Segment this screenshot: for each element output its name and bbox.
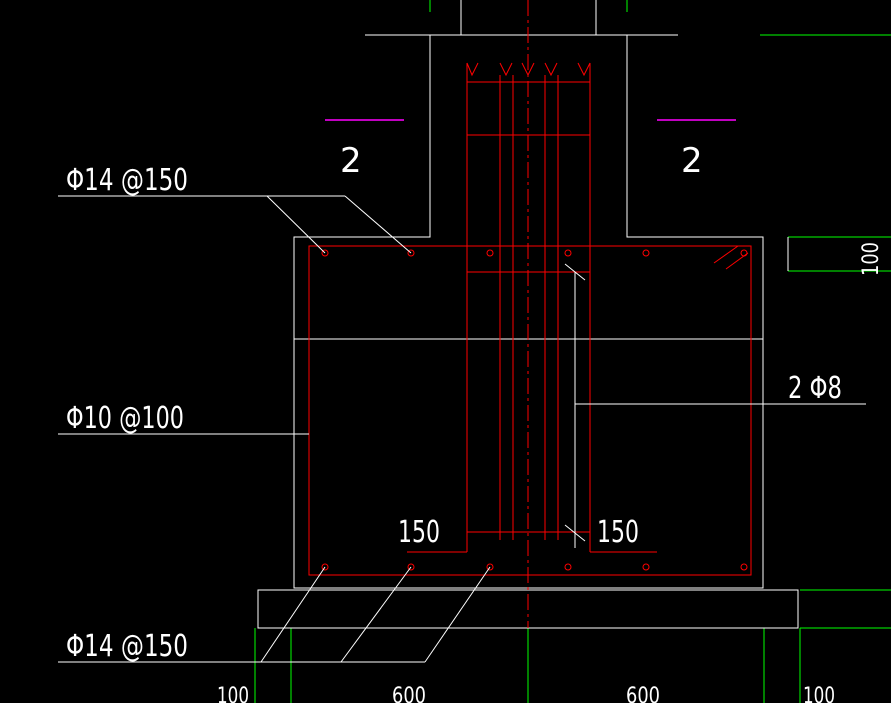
cover-dimension: 100 bbox=[859, 242, 884, 276]
rebar bbox=[308, 62, 752, 576]
bottom-slab-rebar-label: Φ14 @150 bbox=[66, 629, 188, 664]
dimension-left-edge: 100 bbox=[217, 684, 249, 703]
axis-lines bbox=[254, 0, 891, 703]
hook-length-right: 150 bbox=[597, 515, 639, 550]
hook-length-left: 150 bbox=[398, 515, 440, 550]
side-stirrup-label: Φ10 @100 bbox=[66, 401, 184, 436]
section-mark-right: 2 bbox=[681, 141, 703, 181]
dimension-right-edge: 100 bbox=[803, 684, 835, 703]
leader-lines bbox=[58, 195, 866, 663]
top-slab-rebar-label: Φ14 @150 bbox=[66, 163, 188, 198]
dimension-left-half: 600 bbox=[392, 684, 426, 703]
dimension-right-half: 600 bbox=[626, 684, 660, 703]
tie-bars-label: 2 Φ8 bbox=[788, 371, 842, 406]
section-mark-left: 2 bbox=[340, 141, 362, 181]
